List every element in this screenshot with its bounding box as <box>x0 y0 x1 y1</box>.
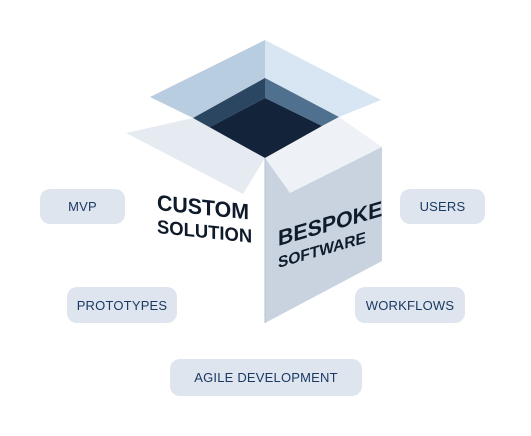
box-back-right-flap <box>265 40 381 117</box>
tag-users: USERS <box>400 189 485 224</box>
tag-prototypes: PROTOTYPES <box>67 287 177 323</box>
box-right-face <box>265 147 382 323</box>
box-left-face <box>146 148 265 323</box>
tag-agile-development: AGILE DEVELOPMENT <box>170 359 362 396</box>
box-interior-back-left <box>193 78 265 128</box>
box-interior-back-right <box>265 78 339 126</box>
tag-mvp: MVP <box>40 189 125 224</box>
box-back-left-flap <box>150 40 265 118</box>
box-front-left-flap <box>126 118 265 194</box>
box-front-right-flap <box>265 117 382 193</box>
tag-workflows: WORKFLOWS <box>355 287 465 323</box>
